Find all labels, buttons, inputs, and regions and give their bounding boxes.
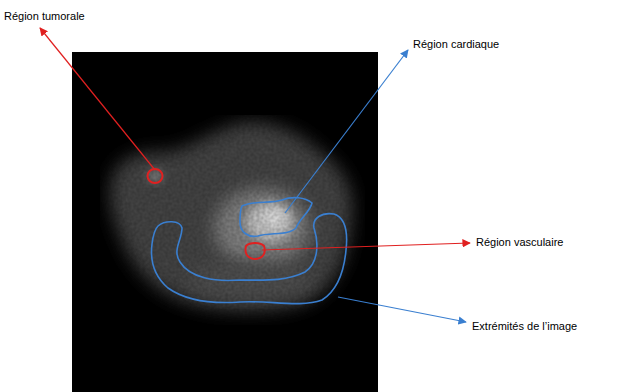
region-label: Région cardiaque	[413, 38, 499, 51]
leader-arrow	[262, 243, 470, 250]
scan-frame	[72, 52, 378, 392]
leader-arrow	[285, 50, 408, 213]
region-label: Extrémités de l’image	[472, 320, 577, 333]
region-label: Région vasculaire	[476, 236, 563, 249]
vascular-outline	[245, 243, 264, 259]
extremities-outline	[152, 214, 347, 304]
scan-noise	[100, 115, 365, 325]
leader-arrow	[338, 297, 466, 322]
cardiac-outline	[240, 198, 312, 237]
region-label: Région tumorale	[4, 10, 85, 23]
tumor-outline	[148, 169, 163, 183]
leader-arrow	[40, 28, 155, 170]
